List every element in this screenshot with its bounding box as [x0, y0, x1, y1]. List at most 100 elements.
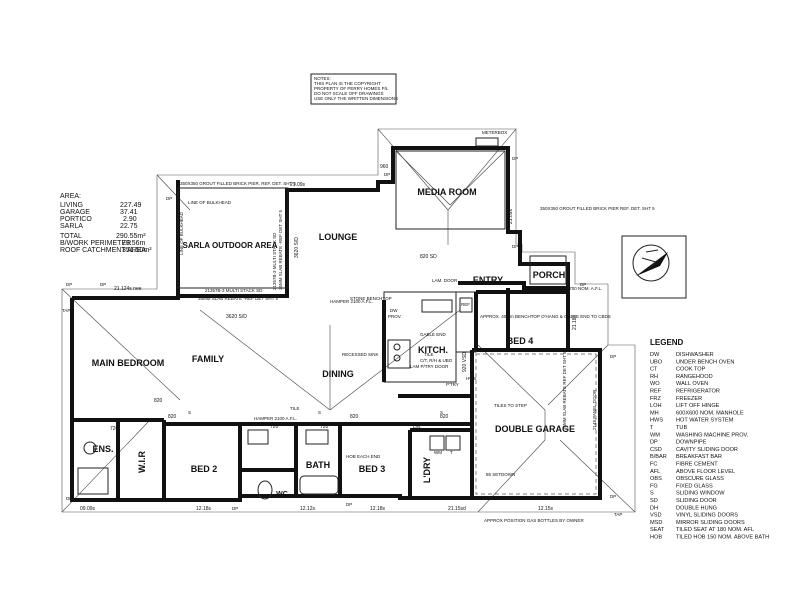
downpipe-marker: DP: [580, 282, 586, 287]
dw-label: DW: [390, 308, 398, 313]
bulkhead-label: LINE OF BULKHEAD: [188, 200, 232, 205]
legend-desc: SLIDING DOOR: [676, 498, 717, 504]
legend-code: DP: [650, 440, 658, 446]
legend-desc: RANGEHOOD: [676, 374, 713, 380]
area-value: 22.75: [120, 223, 138, 230]
gas-label: APPROX POSITION GAS BOTTLES BY OWNER: [484, 518, 584, 523]
legend-code: DH: [650, 505, 658, 511]
dim-text: 09.09s: [80, 506, 96, 512]
room-bed2: BED 2: [191, 464, 218, 474]
legend-desc: FIBRE CEMENT: [676, 462, 718, 468]
dim-text: 21.124s nee: [114, 286, 142, 292]
area-label: PORTICO: [60, 216, 92, 223]
hws-marker: HWS: [466, 376, 477, 381]
dim-text: 820: [154, 398, 163, 404]
room-wc: WC: [276, 491, 288, 498]
legend-code: FC: [650, 462, 657, 468]
area-value: 227.49: [120, 202, 142, 209]
legend-desc: TUB: [676, 425, 687, 431]
legend-code: WM: [650, 432, 660, 438]
dim-text: 820: [350, 414, 359, 420]
legend-code: WO: [650, 381, 660, 387]
room-dining: DINING: [322, 369, 354, 379]
grout-pier-label-2: 350X350 GROUT FILLED BRICK PIER REF. DET…: [540, 206, 655, 211]
window-marker: S: [188, 410, 191, 415]
dim-text: 920 VSD: [462, 352, 468, 372]
prov-label: PROV.: [388, 314, 402, 319]
legend-code: SD: [650, 498, 658, 504]
dim-text: 21.09s: [290, 182, 306, 188]
legend-code: MH: [650, 410, 659, 416]
legend-code: DW: [650, 352, 660, 358]
annotations: METERBOX LINE OF BULKHEAD LINE OF BULKHE…: [179, 130, 655, 523]
notes-box: NOTES: THIS PLAN IS THE COPYRIGHT PROPER…: [310, 73, 398, 105]
notes-line: USE ONLY THE WRITTEN DIMENSIONS: [314, 96, 398, 101]
dim-text: 820: [440, 414, 449, 420]
area-perimeter-label: B/WORK PERIMETER: [60, 240, 131, 247]
legend-desc: MIRROR SLIDING DOORS: [676, 520, 745, 526]
room-sarla: SARLA OUTDOOR AREA: [183, 241, 278, 250]
wm-marker: WM: [434, 450, 442, 455]
area-roof-value: 351.50m²: [122, 247, 152, 254]
room-bed3: BED 3: [359, 464, 386, 474]
hamper-label: HAMPER 2100 A.F.L.: [254, 416, 297, 421]
tiles-to-step-label: TILES TO STEP: [494, 403, 527, 408]
legend-desc: 600X600 NOM. MANHOLE: [676, 410, 744, 416]
area-total-value: 290.55m²: [116, 233, 146, 240]
legend-desc: OBSCURE GLASS: [676, 476, 724, 482]
legend-code: T: [650, 425, 654, 431]
legend-code: VSD: [650, 513, 662, 519]
legend-code: FG: [650, 483, 658, 489]
downpipe-marker: DP: [166, 196, 172, 201]
legend-desc: REFRIGERATOR: [676, 389, 720, 395]
grout-pier-label: 350X350 GROUT FILLED BRICK PIER. REF. DE…: [180, 181, 296, 186]
area-perimeter-value: 79.56m: [122, 240, 146, 247]
room-garage: DOUBLE GARAGE: [495, 424, 575, 434]
legend-code: AFL: [650, 469, 660, 475]
dim-text: 820: [168, 414, 177, 420]
room-bed4: BED 4: [507, 336, 534, 346]
legend-desc: COOK TOP: [676, 367, 706, 373]
dim-text: 820 SD: [420, 254, 437, 260]
setdown-label: 86 SETDOWN: [486, 472, 515, 477]
external-walls: [70, 146, 602, 502]
dim-text: 21.09s: [508, 208, 514, 224]
dim-text: 12.18s: [370, 506, 386, 512]
dim-text: 3620 S/D: [294, 237, 300, 258]
trough-marker: T: [450, 450, 453, 455]
area-label: SARLA: [60, 223, 83, 230]
area-label: GARAGE: [60, 209, 90, 216]
legend-code: REF: [650, 389, 662, 395]
dim-text: 720: [110, 426, 119, 432]
linen-label: LIN.: [413, 424, 421, 429]
internal-walls: [72, 137, 597, 500]
legend-desc: SLIDING WINDOW: [676, 491, 725, 497]
room-media: MEDIA ROOM: [417, 187, 476, 197]
downpipe-marker: DP: [610, 354, 616, 359]
downpipe-marker: DP: [66, 282, 72, 287]
legend-code: RH: [650, 374, 658, 380]
area-total-label: TOTAL: [60, 233, 82, 240]
north-arrow-icon: [621, 235, 687, 299]
downpipe-marker: DP: [66, 496, 72, 501]
window-marker: S: [440, 410, 443, 415]
notes-line: THIS PLAN IS THE COPYRIGHT: [314, 81, 381, 86]
meterbox-label: METERBOX: [482, 130, 507, 135]
legend-desc: UNDER BENCH OVEN: [676, 359, 734, 365]
notes-line: PROPERTY OF PERRY HOMES P/L: [314, 86, 389, 91]
lam-door-label: LAM. DOOR: [432, 278, 458, 283]
markers: DP DP DP DP DP DP DP DP DP DP DP DP TAP …: [62, 156, 622, 517]
dim-text: 960: [380, 164, 389, 170]
room-ldry: L'DRY: [422, 457, 432, 483]
downpipe-marker: DP: [232, 506, 238, 511]
downpipe-marker: DP: [346, 502, 352, 507]
pantry-door-label: LAM P/TRY DOOR: [410, 364, 449, 369]
stack-label: 21357B-3 MULTI STACK SD: [205, 288, 263, 293]
legend-code: CT: [650, 367, 658, 373]
room-wir: W.I.R: [137, 451, 147, 473]
stack-label-2: 21357B-3 MULTI STACK SD: [272, 232, 277, 290]
legend-desc: TILED SEAT AT 180 NOM. AFL: [676, 527, 754, 533]
bulkhead-label-2: LINE OF BULKHEAD: [179, 211, 184, 255]
legend-code: FRZ: [650, 396, 661, 402]
